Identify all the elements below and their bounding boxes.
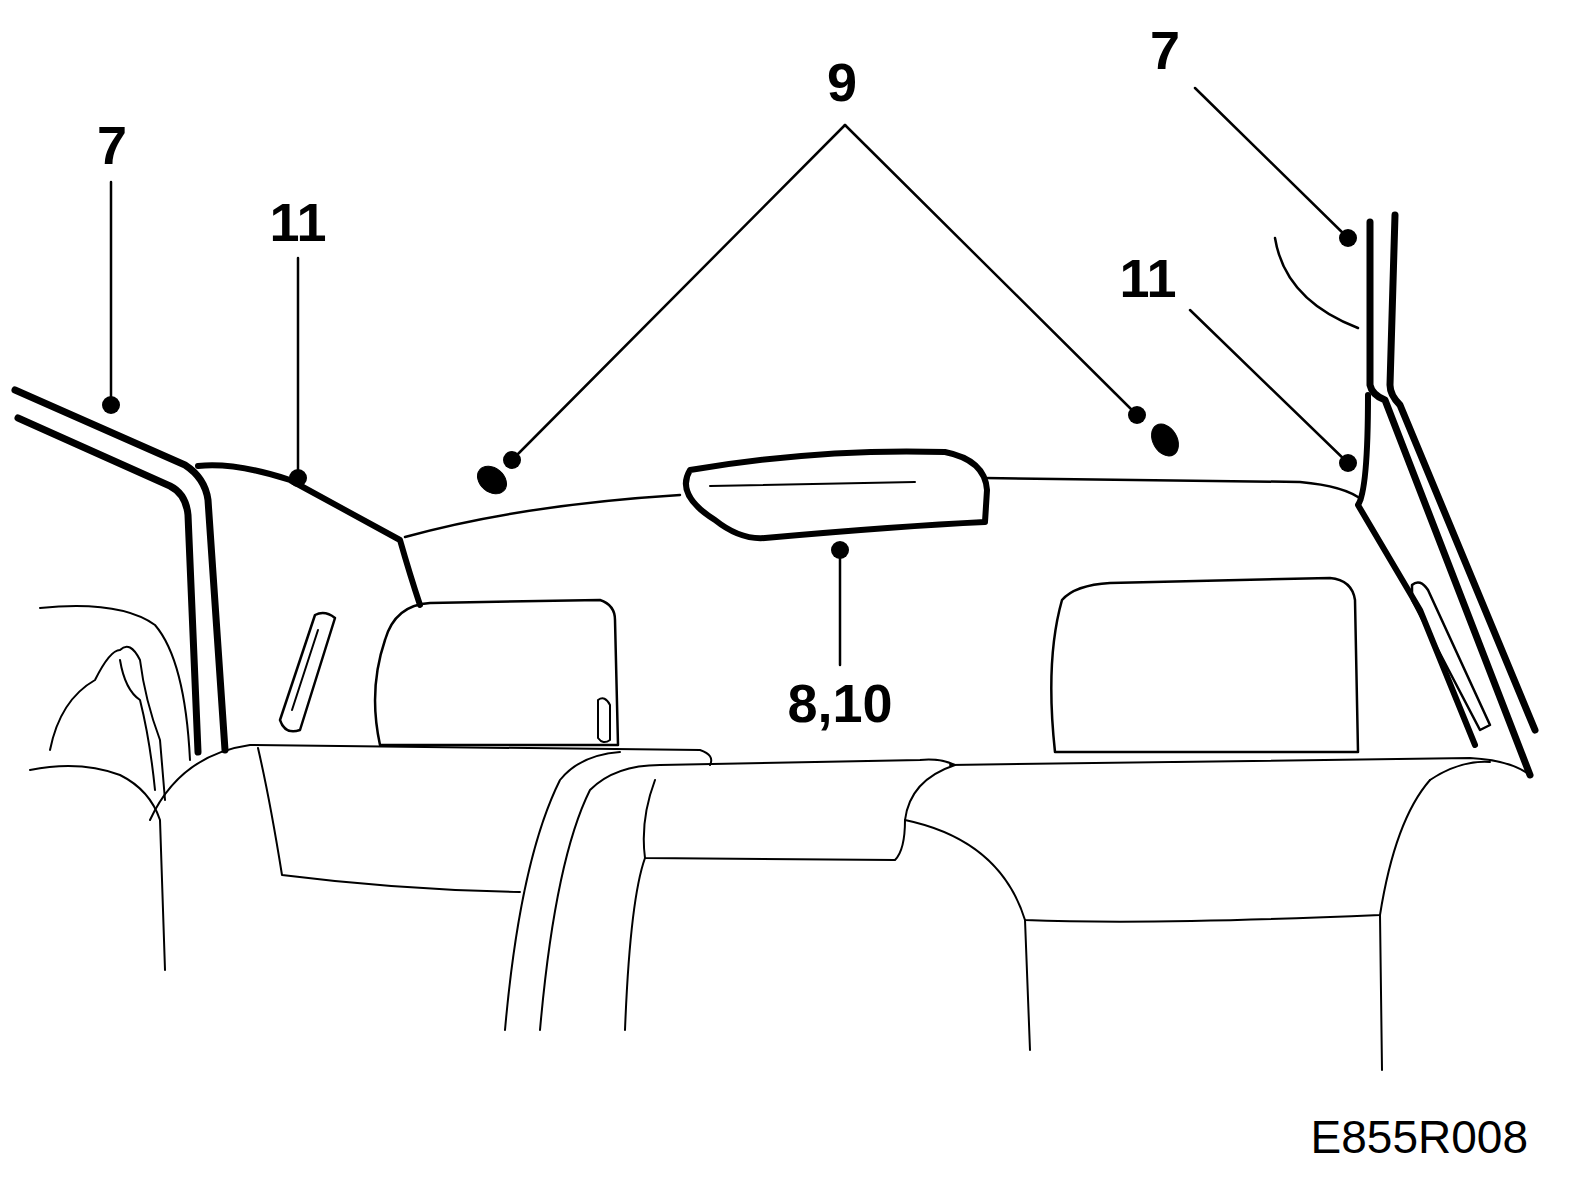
callout-number: 11 bbox=[267, 195, 328, 249]
rear-seat bbox=[540, 760, 955, 1030]
leader-lines bbox=[111, 88, 1348, 665]
right-pillar-inner bbox=[1390, 215, 1535, 730]
callout-number: 7 bbox=[1148, 23, 1182, 77]
front-seat bbox=[40, 606, 190, 760]
fixture bbox=[1146, 419, 1184, 460]
rear-seat bbox=[1430, 762, 1490, 780]
callout-number: 8,10 bbox=[785, 676, 894, 730]
right-trim-curve bbox=[1275, 238, 1358, 328]
rear-seat-center bbox=[644, 765, 955, 860]
rear-seat bbox=[258, 748, 520, 892]
callout-number: 9 bbox=[825, 55, 859, 109]
figure-code: E855R008 bbox=[1309, 1114, 1530, 1160]
headrest bbox=[1051, 578, 1358, 752]
headliner-edge bbox=[985, 478, 1362, 500]
leader-dots bbox=[102, 229, 1357, 559]
headrest bbox=[375, 600, 618, 745]
belt-guide-line bbox=[292, 630, 318, 710]
rear-seat bbox=[625, 858, 645, 1030]
left-trim bbox=[198, 465, 420, 605]
headliner-edge bbox=[405, 495, 680, 537]
rear-seat bbox=[905, 780, 1430, 922]
belt-guide bbox=[1412, 582, 1490, 730]
front-occupant bbox=[50, 647, 165, 800]
callout-number: 11 bbox=[1117, 251, 1178, 305]
belt-guide bbox=[280, 613, 335, 731]
front-seat bbox=[30, 766, 165, 970]
front-occupant bbox=[120, 660, 155, 790]
right-trim bbox=[1358, 395, 1475, 745]
left-pillar-inner bbox=[18, 418, 198, 752]
headrest-slot bbox=[598, 698, 610, 742]
rear-seat bbox=[505, 752, 620, 1030]
rear-seat bbox=[1380, 915, 1382, 1070]
callout-number: 7 bbox=[95, 118, 129, 172]
rear-seat bbox=[1025, 920, 1030, 1050]
mirror-line bbox=[710, 482, 915, 486]
rear-seat bbox=[150, 745, 711, 820]
rear-mirror bbox=[686, 451, 987, 538]
